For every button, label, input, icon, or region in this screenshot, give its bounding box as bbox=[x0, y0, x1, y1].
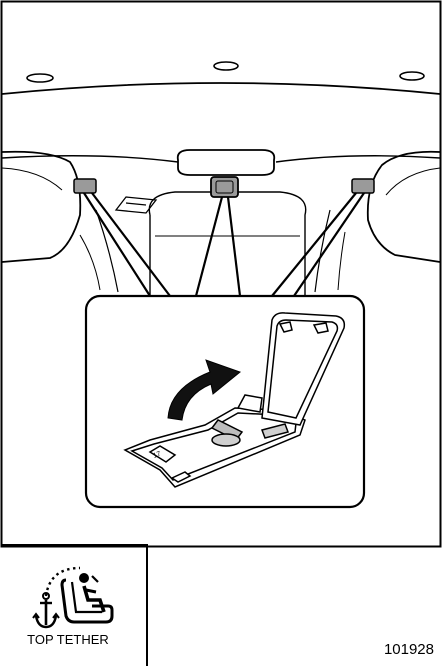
top-tether-anchor-child-seat-icon bbox=[33, 568, 112, 627]
top-tether-label: TOP TETHER bbox=[3, 632, 133, 647]
right-headrest bbox=[368, 152, 440, 262]
roof-light-left bbox=[27, 74, 53, 82]
roof-light-center bbox=[214, 62, 238, 70]
center-headrest bbox=[178, 150, 275, 175]
left-headrest bbox=[2, 152, 80, 262]
tether-anchor-left bbox=[74, 179, 96, 193]
tether-anchor-center bbox=[211, 177, 238, 197]
roof-line bbox=[2, 83, 440, 94]
tether-anchor-right bbox=[352, 179, 374, 193]
seat-back-outline bbox=[149, 192, 305, 295]
roof-light-right bbox=[400, 72, 424, 80]
figure-number: 101928 bbox=[384, 641, 434, 658]
